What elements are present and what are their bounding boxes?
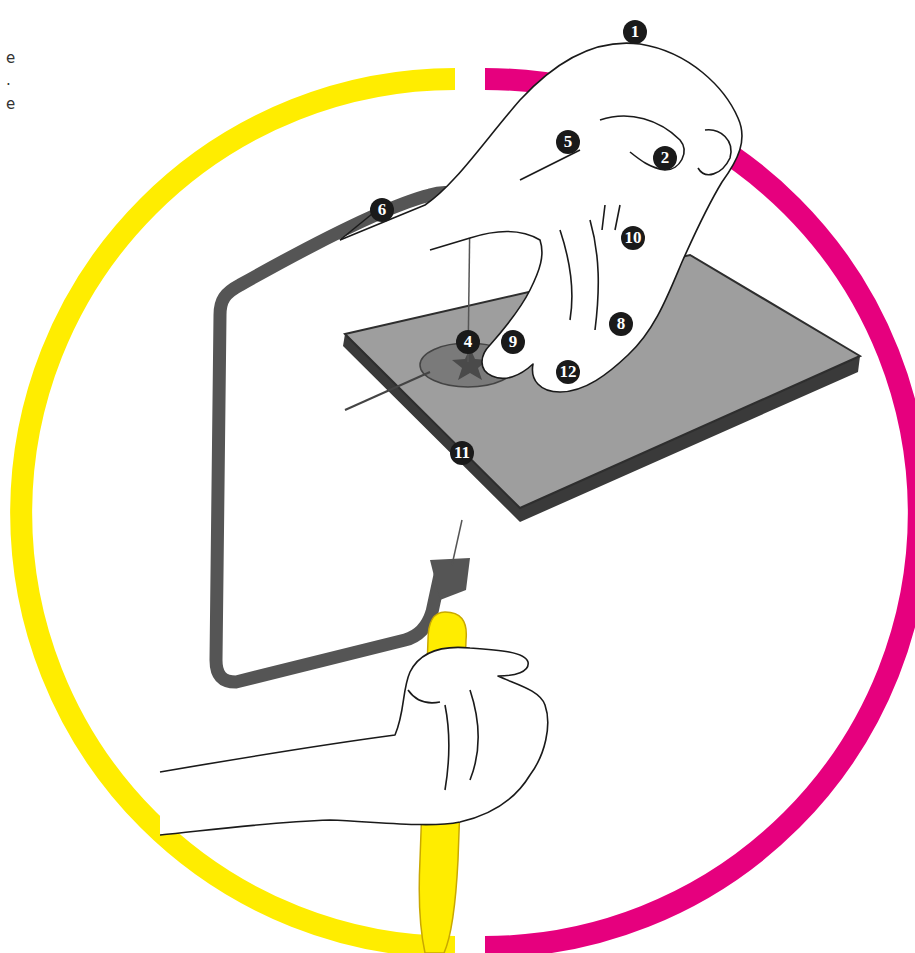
callout-number: 10 (621, 226, 645, 250)
callout-number: 9 (501, 330, 525, 354)
upper-hand (340, 43, 742, 392)
callout-number: 1 (623, 20, 647, 44)
text-fragment: . (6, 71, 11, 89)
lower-hand (160, 647, 548, 835)
callout-number: 8 (609, 312, 633, 336)
callout-number: 4 (456, 330, 480, 354)
text-fragment: e (6, 95, 15, 113)
callout-number: 2 (653, 146, 677, 170)
leader-line (340, 214, 372, 240)
callout-number: 5 (556, 130, 580, 154)
callout-number: 12 (556, 360, 580, 384)
callout-number: 11 (450, 441, 474, 465)
saw-blade-lower (452, 520, 462, 565)
saw-frame (216, 192, 470, 682)
callout-number: 6 (370, 198, 394, 222)
slot-line (345, 372, 430, 410)
frame-clamp-bottom (430, 558, 470, 600)
text-fragment: e (6, 49, 15, 67)
